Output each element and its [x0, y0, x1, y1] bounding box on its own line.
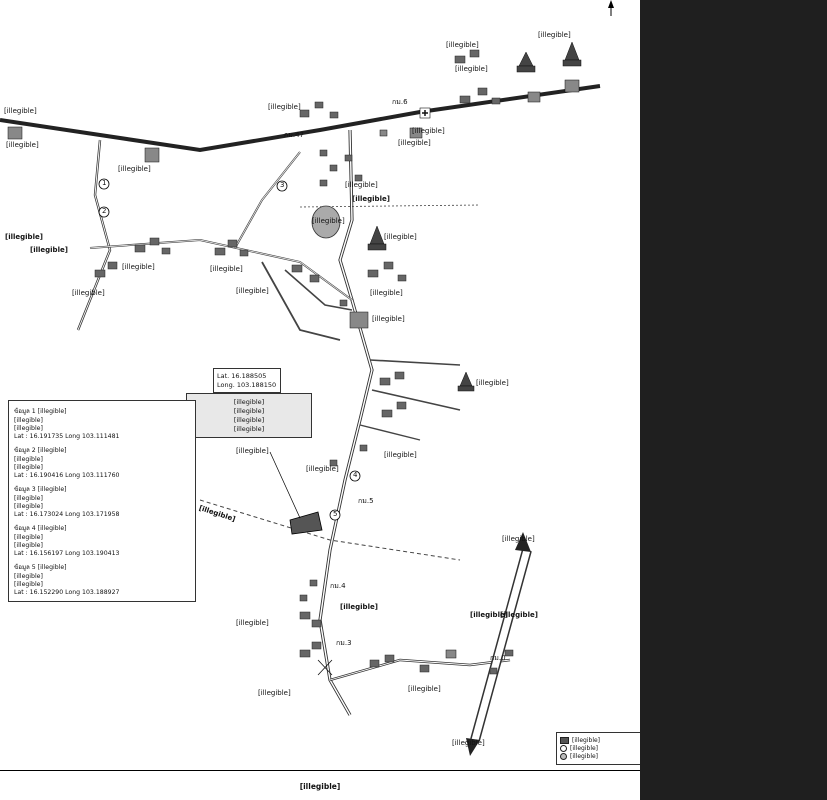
label-to-khok-pho: [illegible]: [4, 107, 37, 115]
legend-row-subject: [illegible]: [560, 737, 638, 744]
legend-row-comparable: [illegible]: [560, 745, 638, 752]
label-km4: กม.4: [330, 582, 346, 590]
label-school-top: [illegible]: [398, 139, 431, 147]
subject-property-box: [illegible] [illegible] [illegible] [ill…: [186, 393, 312, 438]
label-road-right: [illegible]: [470, 611, 508, 619]
arrow-down-icon: [466, 738, 480, 756]
label-community-mid4: [illegible]: [370, 289, 403, 297]
label-km0: กม.0: [490, 654, 506, 662]
label-road-left: [illegible]: [5, 233, 43, 241]
circle-marker-2: [98, 206, 110, 218]
label-community-lower1: [illegible]: [72, 289, 105, 297]
temple-icon: [367, 41, 582, 392]
label-km6: กม.6: [392, 98, 408, 106]
road-left: [76, 139, 112, 331]
label-temple-mid: [illegible]: [384, 233, 417, 241]
comparable-4: ข้อมูล 4 [illegible] [illegible] [illegi…: [14, 525, 120, 557]
legend-swatch-comparable: [560, 745, 567, 752]
north-arrow-icon: [608, 0, 614, 16]
road-3: [234, 151, 301, 249]
circle-number-3: 3: [280, 181, 285, 189]
label-community-bottom1: [illegible]: [236, 619, 269, 627]
label-community-top-left: [illegible]: [268, 103, 301, 111]
legend-row-photo: [illegible]: [560, 753, 638, 760]
label-road-main: [illegible]: [352, 195, 390, 203]
coordinate-long: Long. 103.188150: [217, 381, 277, 389]
label-to-right-bottom: [illegible]: [452, 739, 485, 747]
circle-number-2: 2: [102, 207, 107, 215]
comparables-box: ข้อมูล 1 [illegible] [illegible] [illegi…: [8, 400, 196, 602]
label-temple-right: [illegible]: [476, 379, 509, 387]
circle-number-1: 1: [102, 179, 107, 187]
pond: [311, 205, 341, 239]
label-road-bottom: [illegible]: [340, 603, 378, 611]
label-school-mid: [illegible]: [372, 315, 405, 323]
label-district-office: [illegible]: [6, 141, 39, 149]
circle-marker-4: [349, 470, 361, 482]
village-icon: [94, 49, 514, 675]
legend: [illegible] [illegible] [illegible]: [556, 732, 640, 765]
footer-divider: [0, 770, 640, 771]
label-community-bottom2: [illegible]: [258, 689, 291, 697]
highway-main: [0, 84, 601, 153]
label-temple-top: [illegible]: [538, 31, 571, 39]
label-road-left-code: [illegible]: [30, 246, 68, 254]
map-drawing: [0, 0, 614, 756]
label-rice-mill: [illegible]: [118, 165, 151, 173]
label-community-lower2: [illegible]: [455, 65, 488, 73]
label-hospital: [illegible]: [412, 127, 445, 135]
coordinate-lat: Lat. 16.188505: [217, 372, 267, 380]
map-sheet: [illegible] [illegible] [illegible] [ill…: [0, 0, 640, 800]
comparable-3: ข้อมูล 3 [illegible] [illegible] [illegi…: [14, 486, 120, 518]
label-pond: [illegible]: [312, 217, 345, 225]
label-subject-marker: [illegible]: [236, 447, 269, 455]
comparable-2: ข้อมูล 2 [illegible] [illegible] [illegi…: [14, 447, 120, 479]
label-shop2: [illegible]: [384, 451, 417, 459]
label-km5: กม.5: [358, 497, 374, 505]
legend-swatch-subject: [560, 737, 569, 744]
label-community-mid1: [illegible]: [122, 263, 155, 271]
label-to-mahasarakham: [illegible]: [502, 535, 535, 543]
label-center-top: [illegible]: [446, 41, 479, 49]
label-road-right-code: [illegible]: [500, 611, 538, 619]
label-community-mid3: [illegible]: [236, 287, 269, 295]
building-icon: [7, 79, 580, 659]
label-km47: กม.47: [284, 131, 304, 139]
circle-marker-5: [329, 509, 341, 521]
hospital-icon: [419, 107, 431, 119]
circle-number-4: 4: [353, 471, 358, 479]
circle-number-5: 5: [333, 510, 338, 518]
viewer-background: [640, 0, 827, 800]
label-shop3: [illegible]: [306, 465, 339, 473]
circle-marker-3: [276, 180, 288, 192]
map-footer-title: [illegible]: [299, 782, 341, 791]
comparable-5: ข้อมูล 5 [illegible] [illegible] [illegi…: [14, 564, 120, 596]
comparable-1: ข้อมูล 1 [illegible] [illegible] [illegi…: [14, 408, 120, 440]
subject-parcel: [289, 511, 323, 535]
label-office-bottom: [illegible]: [408, 685, 441, 693]
circle-marker-1: [98, 178, 110, 190]
arrow-up-icon: [515, 532, 531, 552]
label-shop1: [illegible]: [345, 181, 378, 189]
coordinate-box: Lat. 16.188505 Long. 103.188150: [213, 368, 281, 393]
label-km3: กม.3: [336, 639, 352, 647]
legend-swatch-photo: [560, 753, 567, 760]
power-line: [199, 499, 461, 561]
label-community-mid2: [illegible]: [210, 265, 243, 273]
